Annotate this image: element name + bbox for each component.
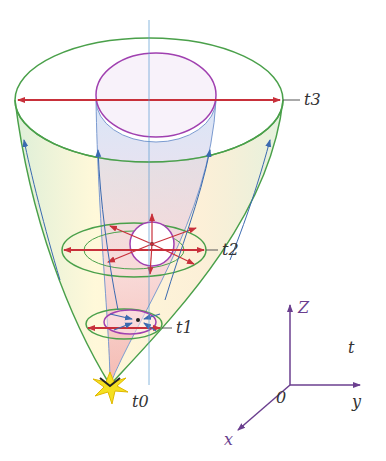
axis-label: t — [348, 340, 354, 356]
time-label: t2 — [222, 242, 239, 258]
time-label: t0 — [132, 394, 149, 410]
time-label: t3 — [304, 92, 321, 108]
time-label: t1 — [176, 320, 193, 336]
axis-label: y — [352, 394, 361, 410]
origin-label: 0 — [276, 390, 286, 406]
axis-label: x — [224, 432, 233, 448]
axis-label: Z — [298, 300, 309, 316]
